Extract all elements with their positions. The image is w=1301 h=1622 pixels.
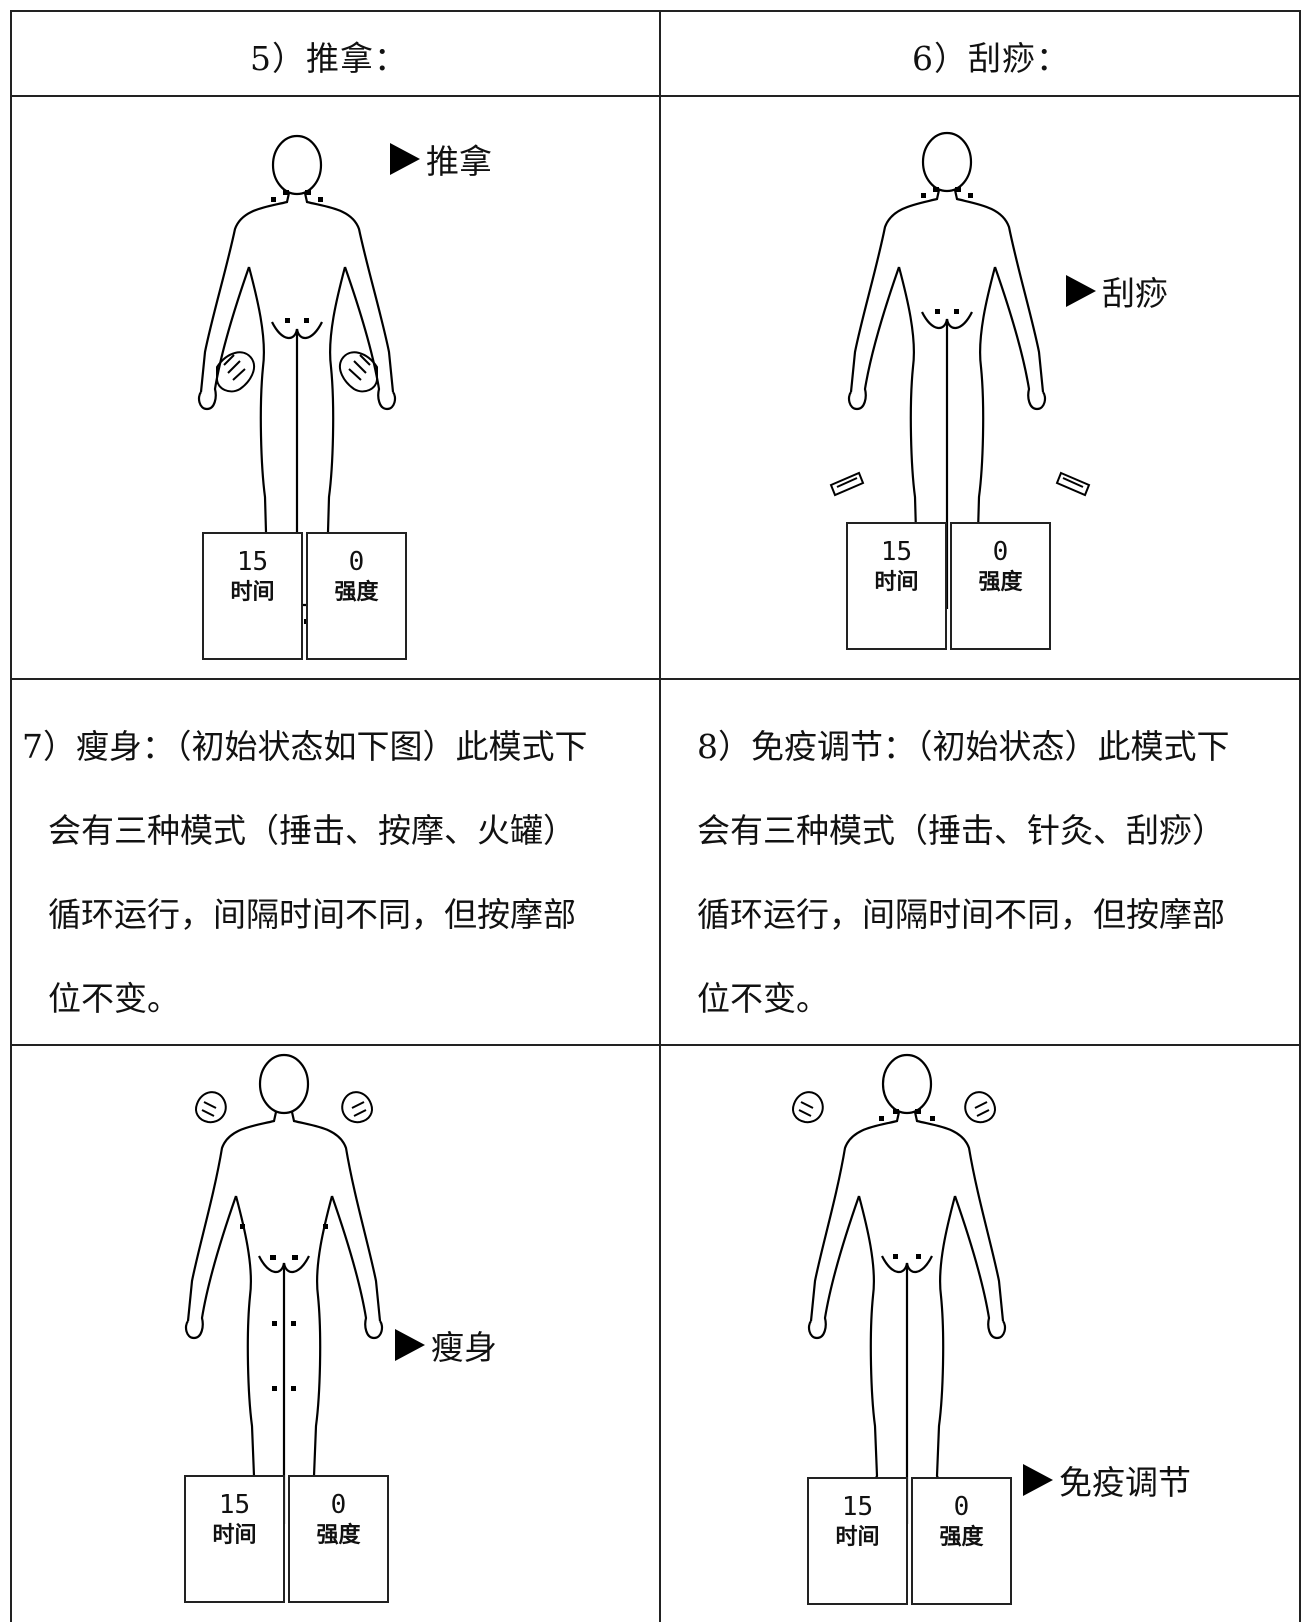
massage-time-display: 15 时间: [202, 532, 303, 660]
massage-intensity-display: 0 强度: [306, 532, 407, 660]
massage-time-label: 时间: [230, 580, 275, 605]
scraping-board-icon-left: [829, 471, 865, 497]
slimming-mode-text: 瘦身: [431, 1328, 497, 1367]
scraping-mode-label: 刮痧: [1066, 267, 1168, 315]
slimming-description: 7）瘦身：（初始状态如下图）此模式下 会有三种模式（捶击、按摩、火罐） 循环运行…: [22, 705, 657, 1041]
immune-desc-line-2: 会有三种模式（捶击、针灸、刮痧）: [697, 811, 1225, 850]
immune-mode-text: 免疫调节: [1059, 1463, 1191, 1502]
table-border-top: [10, 10, 1301, 12]
massage-mode-label: 推拿: [390, 135, 492, 183]
immune-desc-line-4: 位不变。: [697, 979, 829, 1018]
slimming-intensity-value: 0: [330, 1490, 347, 1520]
table-border-right: [1299, 10, 1301, 1622]
massage-header: 5）推拿：: [250, 39, 408, 78]
immune-cup-icon-right: [964, 1091, 996, 1124]
massage-time-value: 15: [236, 547, 269, 577]
immune-figure: 免疫调节 15 时间 0 强度: [661, 1046, 1299, 1622]
slimming-cup-icon-left: [195, 1091, 227, 1124]
immune-time-label: 时间: [835, 1525, 880, 1550]
immune-time-display: 15 时间: [807, 1477, 908, 1605]
immune-intensity-value: 0: [953, 1492, 970, 1522]
slimming-desc-line-3: 循环运行，间隔时间不同，但按摩部: [48, 895, 576, 934]
triangle-pointer-icon: [1023, 1464, 1053, 1496]
immune-description: 8）免疫调节：（初始状态）此模式下 会有三种模式（捶击、针灸、刮痧） 循环运行，…: [697, 705, 1299, 1041]
massage-figure: 推拿 15 时间 0 强度: [12, 97, 659, 678]
scraping-board-icon-right: [1055, 471, 1091, 497]
scraping-time-label: 时间: [874, 570, 919, 595]
slimming-intensity-display: 0 强度: [288, 1475, 389, 1603]
immune-cup-icon-left: [792, 1091, 824, 1124]
slimming-desc-line-4: 位不变。: [48, 979, 180, 1018]
triangle-pointer-icon: [1066, 275, 1096, 307]
slimming-intensity-label: 强度: [316, 1523, 361, 1548]
scraping-time-value: 15: [880, 537, 913, 567]
table-divider-center: [659, 10, 661, 1622]
immune-intensity-display: 0 强度: [911, 1477, 1012, 1605]
slimming-time-display: 15 时间: [184, 1475, 285, 1603]
scraping-intensity-value: 0: [992, 537, 1009, 567]
table-border-left: [10, 10, 12, 1622]
slimming-body-diagram: [184, 1053, 384, 1524]
slimming-mode-label: 瘦身: [395, 1321, 497, 1369]
slimming-desc-line-2: 会有三种模式（捶击、按摩、火罐）: [48, 811, 576, 850]
immune-desc-line-3: 循环运行，间隔时间不同，但按摩部: [697, 895, 1225, 934]
immune-mode-label: 免疫调节: [1023, 1456, 1191, 1504]
slimming-time-label: 时间: [212, 1523, 257, 1548]
scraping-time-display: 15 时间: [846, 522, 947, 650]
scraping-intensity-label: 强度: [978, 570, 1023, 595]
massage-mode-text: 推拿: [426, 142, 492, 181]
immune-time-value: 15: [841, 1492, 874, 1522]
triangle-pointer-icon: [395, 1329, 425, 1361]
slimming-time-value: 15: [218, 1490, 251, 1520]
scraping-figure: 刮痧 15 时间 0 强度: [661, 97, 1299, 678]
scraping-mode-text: 刮痧: [1102, 274, 1168, 313]
immune-intensity-label: 强度: [939, 1525, 984, 1550]
massage-hand-icon-left: [216, 351, 256, 393]
massage-intensity-label: 强度: [334, 580, 379, 605]
slimming-cup-icon-right: [341, 1091, 373, 1124]
triangle-pointer-icon: [390, 143, 420, 175]
table-row-divider-3: [10, 1044, 1301, 1046]
table-row-divider-1: [10, 95, 1301, 97]
scraping-header: 6）刮痧：: [912, 39, 1070, 78]
massage-intensity-value: 0: [348, 547, 365, 577]
massage-hand-icon-right: [338, 351, 378, 393]
scraping-intensity-display: 0 强度: [950, 522, 1051, 650]
table-row-divider-2: [10, 678, 1301, 680]
slimming-description-cell: 7）瘦身：（初始状态如下图）此模式下 会有三种模式（捶击、按摩、火罐） 循环运行…: [22, 705, 657, 1041]
slimming-desc-line-1: 7）瘦身：（初始状态如下图）此模式下: [22, 727, 588, 766]
immune-desc-line-1: 8）免疫调节：（初始状态）此模式下: [697, 727, 1230, 766]
slimming-figure: 瘦身 15 时间 0 强度: [12, 1046, 659, 1622]
immune-description-cell: 8）免疫调节：（初始状态）此模式下 会有三种模式（捶击、针灸、刮痧） 循环运行，…: [697, 705, 1299, 1041]
